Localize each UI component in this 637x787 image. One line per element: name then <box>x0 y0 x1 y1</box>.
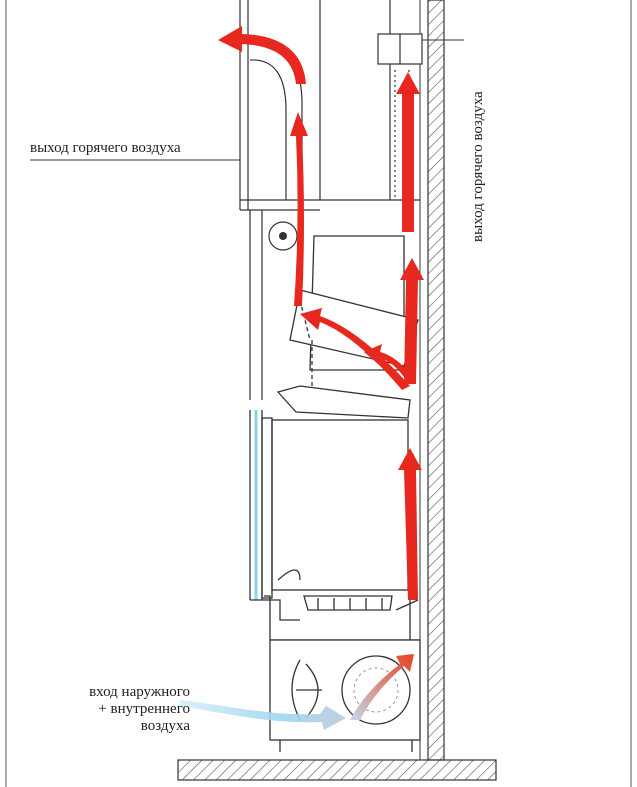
damper-knob-icon <box>268 221 298 251</box>
hot-air-outlet-label-right-wrap: выход горячего воздуха <box>466 42 488 252</box>
wall <box>419 0 445 761</box>
hot-air-outlet-label-right: выход горячего воздуха <box>470 91 486 242</box>
firebox <box>249 410 420 641</box>
air-inlet-label-line1: вход наружного <box>89 684 190 700</box>
floor <box>177 759 497 781</box>
heat-exchanger <box>276 235 419 419</box>
mixed-air-arrow-icon <box>350 654 414 720</box>
hot-air-arrow-icon <box>218 26 424 600</box>
hot-air-outlet-label-left: выход горячего воздуха <box>30 140 181 156</box>
cold-air-flow-icon <box>180 700 346 730</box>
air-inlet-label: вход наружного + внутреннего воздуха <box>20 684 190 735</box>
air-inlet-label-line2: + внутреннего <box>98 701 190 717</box>
air-inlet-label-line3: воздуха <box>140 718 190 734</box>
